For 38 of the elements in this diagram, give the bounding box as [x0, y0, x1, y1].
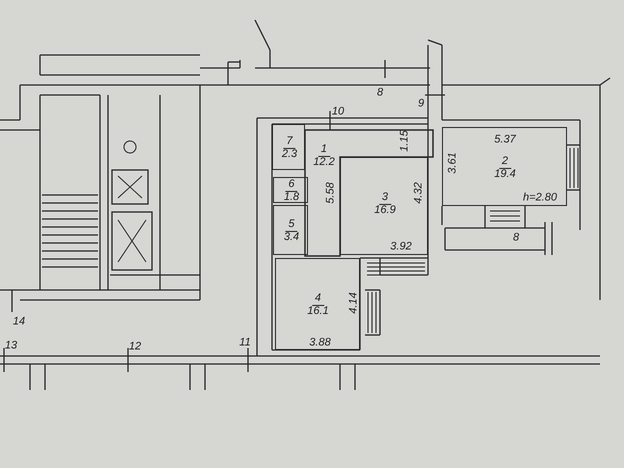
room: [442, 127, 567, 206]
dimension-label: 13: [4, 340, 18, 352]
dimension-label: 3.92: [390, 242, 412, 252]
room-area: 3.4: [284, 232, 300, 244]
room-number: 6: [285, 178, 298, 192]
room: [275, 258, 360, 350]
dimension-label: h=2.80: [523, 192, 557, 204]
dimension-label: 4.32: [414, 182, 424, 204]
dimension-label: 1.15: [400, 130, 410, 152]
room-number: 5: [285, 218, 298, 232]
room: [305, 130, 433, 256]
dimension-label: 8: [512, 232, 520, 244]
dimension-label: 5.37: [494, 134, 516, 146]
room-area: 1.8: [284, 192, 300, 204]
room: [273, 177, 308, 203]
room-number: 2: [498, 156, 512, 168]
room-area: 2.3: [282, 148, 298, 160]
dimension-label: 10: [332, 106, 344, 118]
room-number: 3: [378, 192, 392, 204]
room-area: 12.2: [313, 156, 335, 168]
dimension-label: 3.61: [448, 152, 458, 174]
room: [273, 205, 308, 255]
dimension-label: 8: [376, 88, 384, 98]
dimension-label: 5.58: [326, 182, 336, 204]
dimension-label: 12: [128, 342, 142, 352]
room-area: 16.9: [374, 204, 396, 216]
room: [272, 124, 305, 170]
dimension-label: 4.14: [348, 292, 360, 314]
dimension-label: 3.88: [309, 338, 331, 348]
dimension-label: 11: [239, 338, 251, 348]
room-number: 1: [318, 144, 330, 156]
dimension-label: 14: [12, 316, 26, 328]
room-area: 16.1: [307, 306, 329, 318]
room-area: 19.4: [494, 168, 516, 180]
room: [340, 157, 428, 255]
room-number: 4: [312, 292, 324, 306]
dimension-label: 9: [418, 98, 424, 110]
room-number: 7: [283, 136, 296, 148]
